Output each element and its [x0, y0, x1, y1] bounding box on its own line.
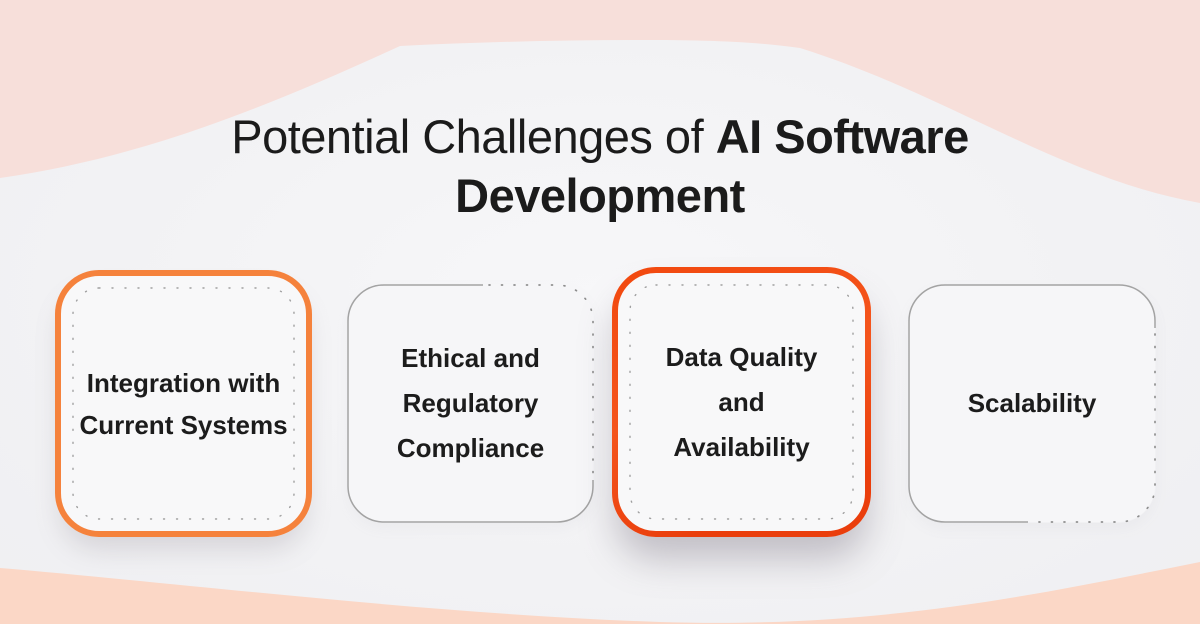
challenge-card-title: Scalability: [967, 388, 1097, 418]
page-title-second-line: Development: [455, 169, 745, 223]
card-border-decoration: [612, 267, 871, 537]
card-border-decoration: [908, 284, 1156, 523]
challenge-card-integration: Integration with Current Systems: [55, 270, 312, 537]
challenge-card-title: Integration with Current Systems: [79, 367, 288, 440]
challenge-card-scalability: Scalability: [908, 284, 1156, 523]
page-title: Potential Challenges of AI Software Deve…: [0, 107, 1200, 225]
challenge-card-data-quality: Data Quality and Availability: [612, 267, 871, 537]
challenge-card-title: Data Quality and Availability: [665, 341, 818, 462]
page-title-bold-part: AI Software: [715, 110, 970, 164]
bottom-wave-decoration: [0, 562, 1200, 624]
card-border-decoration: [55, 270, 312, 537]
page-title-regular-part: Potential Challenges of: [231, 110, 716, 164]
challenge-card-title: Ethical and Regulatory Compliance: [396, 343, 545, 463]
challenge-card-compliance: Ethical and Regulatory Compliance: [347, 284, 594, 523]
card-border-decoration: [347, 284, 594, 523]
